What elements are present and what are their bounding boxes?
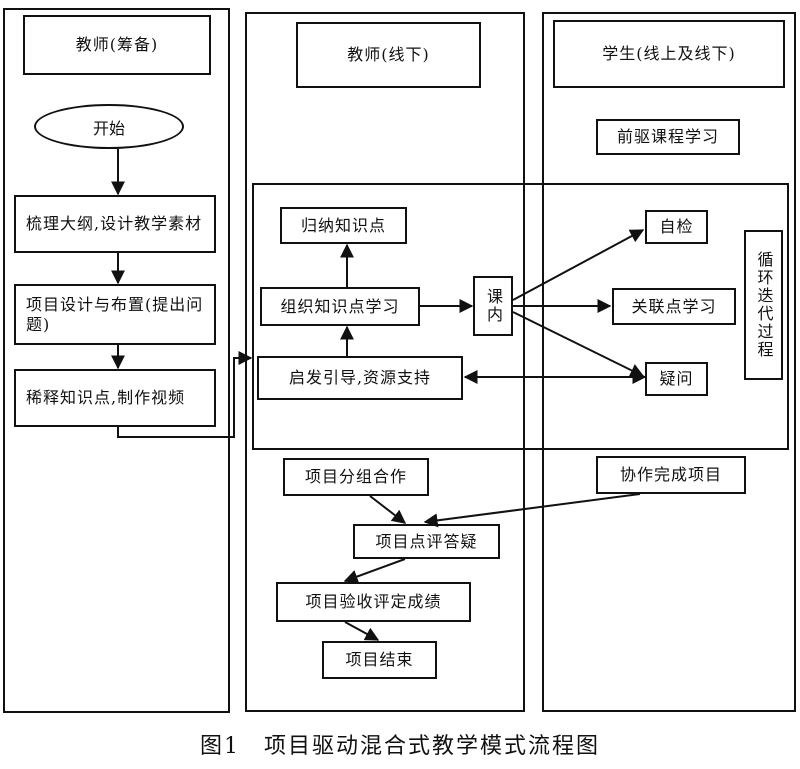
arrow-video-to-offline [117, 351, 253, 438]
arrow-group-to-review [369, 495, 407, 524]
summarize-node: 归纳知识点 [280, 207, 407, 244]
end-node: 项目结束 [322, 641, 437, 679]
related-node: 关联点学习 [612, 288, 736, 325]
group-node: 项目分组合作 [283, 458, 429, 496]
prereq-node: 前驱课程学习 [596, 119, 740, 155]
video-node: 稀释知识点,制作视频 [14, 369, 216, 427]
class-node: 课内 [473, 276, 513, 336]
arrow-acceptance-to-end [344, 621, 380, 641]
arrow-class-to-selfcheck [512, 229, 645, 301]
guide-node: 启发引导,资源支持 [257, 356, 463, 400]
lane-header-prep: 教师(筹备) [23, 15, 211, 75]
project-design-node: 项目设计与布置(提出问题) [14, 284, 216, 345]
acceptance-node: 项目验收评定成绩 [276, 582, 471, 622]
figure-caption: 图1 项目驱动混合式教学模式流程图 [200, 734, 600, 759]
interaction-frame [252, 183, 789, 450]
cooperate-node: 协作完成项目 [596, 456, 746, 494]
arrow-review-to-acceptance [343, 558, 406, 584]
self-check-node: 自检 [645, 210, 708, 244]
start-node: 开始 [34, 104, 184, 149]
organize-node: 组织知识点学习 [260, 287, 420, 326]
arrow-cooperate-to-review [423, 493, 641, 528]
arrow-class-to-question [512, 311, 645, 377]
loop-node: 循环迭代过程 [744, 230, 783, 380]
outline-node: 梳理大纲,设计教学素材 [14, 195, 216, 253]
lane-student [542, 12, 796, 712]
review-node: 项目点评答疑 [353, 524, 500, 559]
lane-prep [3, 8, 230, 713]
lane-header-student: 学生(线上及线下) [553, 20, 785, 88]
lane-header-offline: 教师(线下) [296, 22, 481, 88]
